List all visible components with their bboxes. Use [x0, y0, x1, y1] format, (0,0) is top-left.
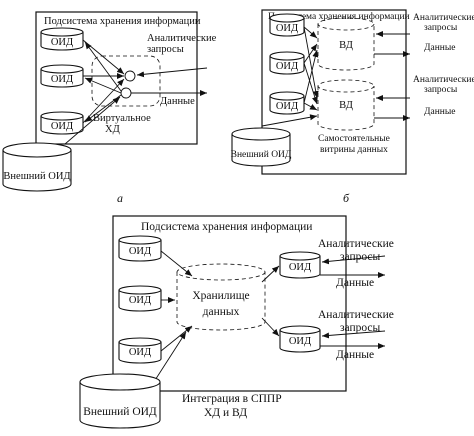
panel-c-title: Подсистема хранения информации — [141, 221, 312, 233]
panel-c-arrow — [261, 265, 280, 283]
panel-a-queries-label-1: Аналитические — [147, 33, 217, 44]
panel-c-oid-3-label: ОИД — [129, 347, 151, 358]
panel-b-queries1-label-2: запросы — [424, 23, 458, 33]
panel-c-arrow — [160, 325, 193, 352]
panel-b-oid-1-label: ОИД — [276, 23, 298, 34]
panel-c-dw-label-1: Хранилище — [192, 290, 249, 302]
panel-a-vhd-label-2: ХД — [105, 124, 120, 135]
panel-b-external-oid: Внешний ОИД — [231, 127, 292, 167]
panel-a-vhd-label-1: Виртуальное — [93, 113, 151, 124]
panel-c-oid-right-1: ОИД — [279, 251, 321, 279]
panel-c-arrow — [160, 250, 193, 277]
panel-a-oid-2-label: ОИД — [51, 74, 73, 85]
panel-c-oid-3: ОИД — [118, 337, 162, 364]
panel-a-oid-1-label: ОИД — [51, 37, 73, 48]
panel-c-oid-right-1-label: ОИД — [289, 262, 311, 273]
panel-c-data1-label: Данные — [336, 277, 374, 289]
panel-c-queries2-label-1: Аналитические — [318, 309, 394, 321]
panel-b-queries1-label-1: Аналитические — [413, 13, 474, 23]
panel-b-vd-2: ВД — [317, 79, 375, 131]
panel-a-node-top — [124, 70, 136, 82]
panel-a-arrow — [64, 96, 121, 145]
panel-a-query-arrow — [136, 67, 208, 78]
panel-c-query-arrow-1 — [321, 255, 386, 265]
panel-a-oid-3: ОИД — [40, 111, 84, 135]
panel-c-arrow — [261, 317, 280, 337]
panel-a-external-oid: Внешний ОИД — [2, 142, 72, 192]
panel-c-query-arrow-2 — [321, 330, 386, 339]
panel-a: Подсистема хранения информации ОИД ОИД О… — [2, 11, 217, 205]
panel-a-oid-2: ОИД — [40, 64, 84, 88]
panel-c-queries1-label-2: запросы — [340, 251, 381, 263]
panel-b-arrow — [303, 49, 319, 104]
panel-b-title: Подсистема хранения информации — [268, 11, 410, 22]
panel-a-caption: а — [117, 191, 123, 205]
panel-b-arrow — [303, 62, 318, 105]
panel-c-queries2-label-2: запросы — [340, 322, 381, 334]
panel-b-vd-1: ВД — [317, 17, 375, 71]
panel-b-oid-2: ОИД — [269, 51, 305, 75]
panel-c-oid-right-2-label: ОИД — [289, 336, 311, 347]
panel-c-oid-2: ОИД — [118, 285, 162, 312]
panel-c-data-warehouse: Хранилище данных — [176, 263, 266, 331]
panel-a-storage-box — [35, 11, 198, 145]
panel-a-data-label: Данные — [160, 96, 195, 107]
panel-a-queries-label-2: запросы — [147, 44, 184, 55]
panel-b-oid-1: ОИД — [269, 13, 305, 37]
panel-c-oid-1: ОИД — [118, 235, 162, 262]
panel-b: Подсистема хранения информации ОИД ОИД О… — [231, 9, 474, 205]
panel-a-arrow — [84, 41, 122, 92]
panel-c-oid-2-label: ОИД — [129, 295, 151, 306]
panel-c-external-oid: Внешний ОИД — [79, 373, 161, 429]
panel-a-oid-3-label: ОИД — [51, 121, 73, 132]
panel-b-arrow — [303, 43, 318, 64]
panel-c-caption-2: ХД и ВД — [204, 407, 247, 419]
panel-b-vd-2-label: ВД — [339, 100, 353, 111]
panel-c-caption-1: Интеграция в СППР — [182, 393, 282, 405]
panel-b-marts-label-1: Самостоятельные — [318, 134, 390, 144]
panel-c-external-oid-label: Внешний ОИД — [83, 406, 157, 418]
panel-c-storage-box — [112, 215, 347, 392]
panel-a-virtual-dw-region — [91, 55, 161, 107]
panel-c-dw-label-2: данных — [203, 306, 240, 318]
panel-b-external-oid-label: Внешний ОИД — [231, 149, 292, 160]
panel-a-arrow — [82, 39, 125, 75]
panel-c: Подсистема хранения информации ОИД ОИД О… — [79, 215, 394, 429]
panel-b-queries2-label-2: запросы — [424, 85, 458, 95]
panel-b-caption: б — [343, 191, 350, 205]
panel-a-oid-1: ОИД — [40, 27, 84, 51]
panel-c-oid-1-label: ОИД — [129, 246, 151, 257]
panel-a-title: Подсистема хранения информации — [44, 16, 201, 27]
panel-b-storage-box — [261, 9, 407, 175]
panel-b-oid-3-label: ОИД — [276, 101, 298, 112]
panel-b-arrow — [303, 26, 319, 99]
panel-b-arrow — [303, 26, 318, 39]
panel-a-external-oid-label: Внешний ОИД — [3, 171, 70, 182]
panel-b-arrow — [261, 114, 318, 127]
panel-c-data2-label: Данные — [336, 349, 374, 361]
panel-b-arrow — [303, 102, 318, 111]
panel-b-oid-3: ОИД — [269, 91, 305, 115]
panel-c-queries1-label-1: Аналитические — [318, 238, 394, 250]
panel-a-arrow — [84, 77, 122, 94]
panel-b-data1-label: Данные — [424, 43, 455, 53]
panel-b-marts-label-2: витрины данных — [320, 145, 388, 155]
panel-b-queries2-label-1: Аналитические — [413, 75, 474, 85]
panel-b-oid-2-label: ОИД — [276, 61, 298, 72]
panel-c-oid-right-2: ОИД — [279, 325, 321, 353]
panel-b-vd-1-label: ВД — [339, 40, 353, 51]
panel-b-data2-label: Данные — [424, 107, 455, 117]
panel-a-node-bottom — [120, 87, 132, 99]
